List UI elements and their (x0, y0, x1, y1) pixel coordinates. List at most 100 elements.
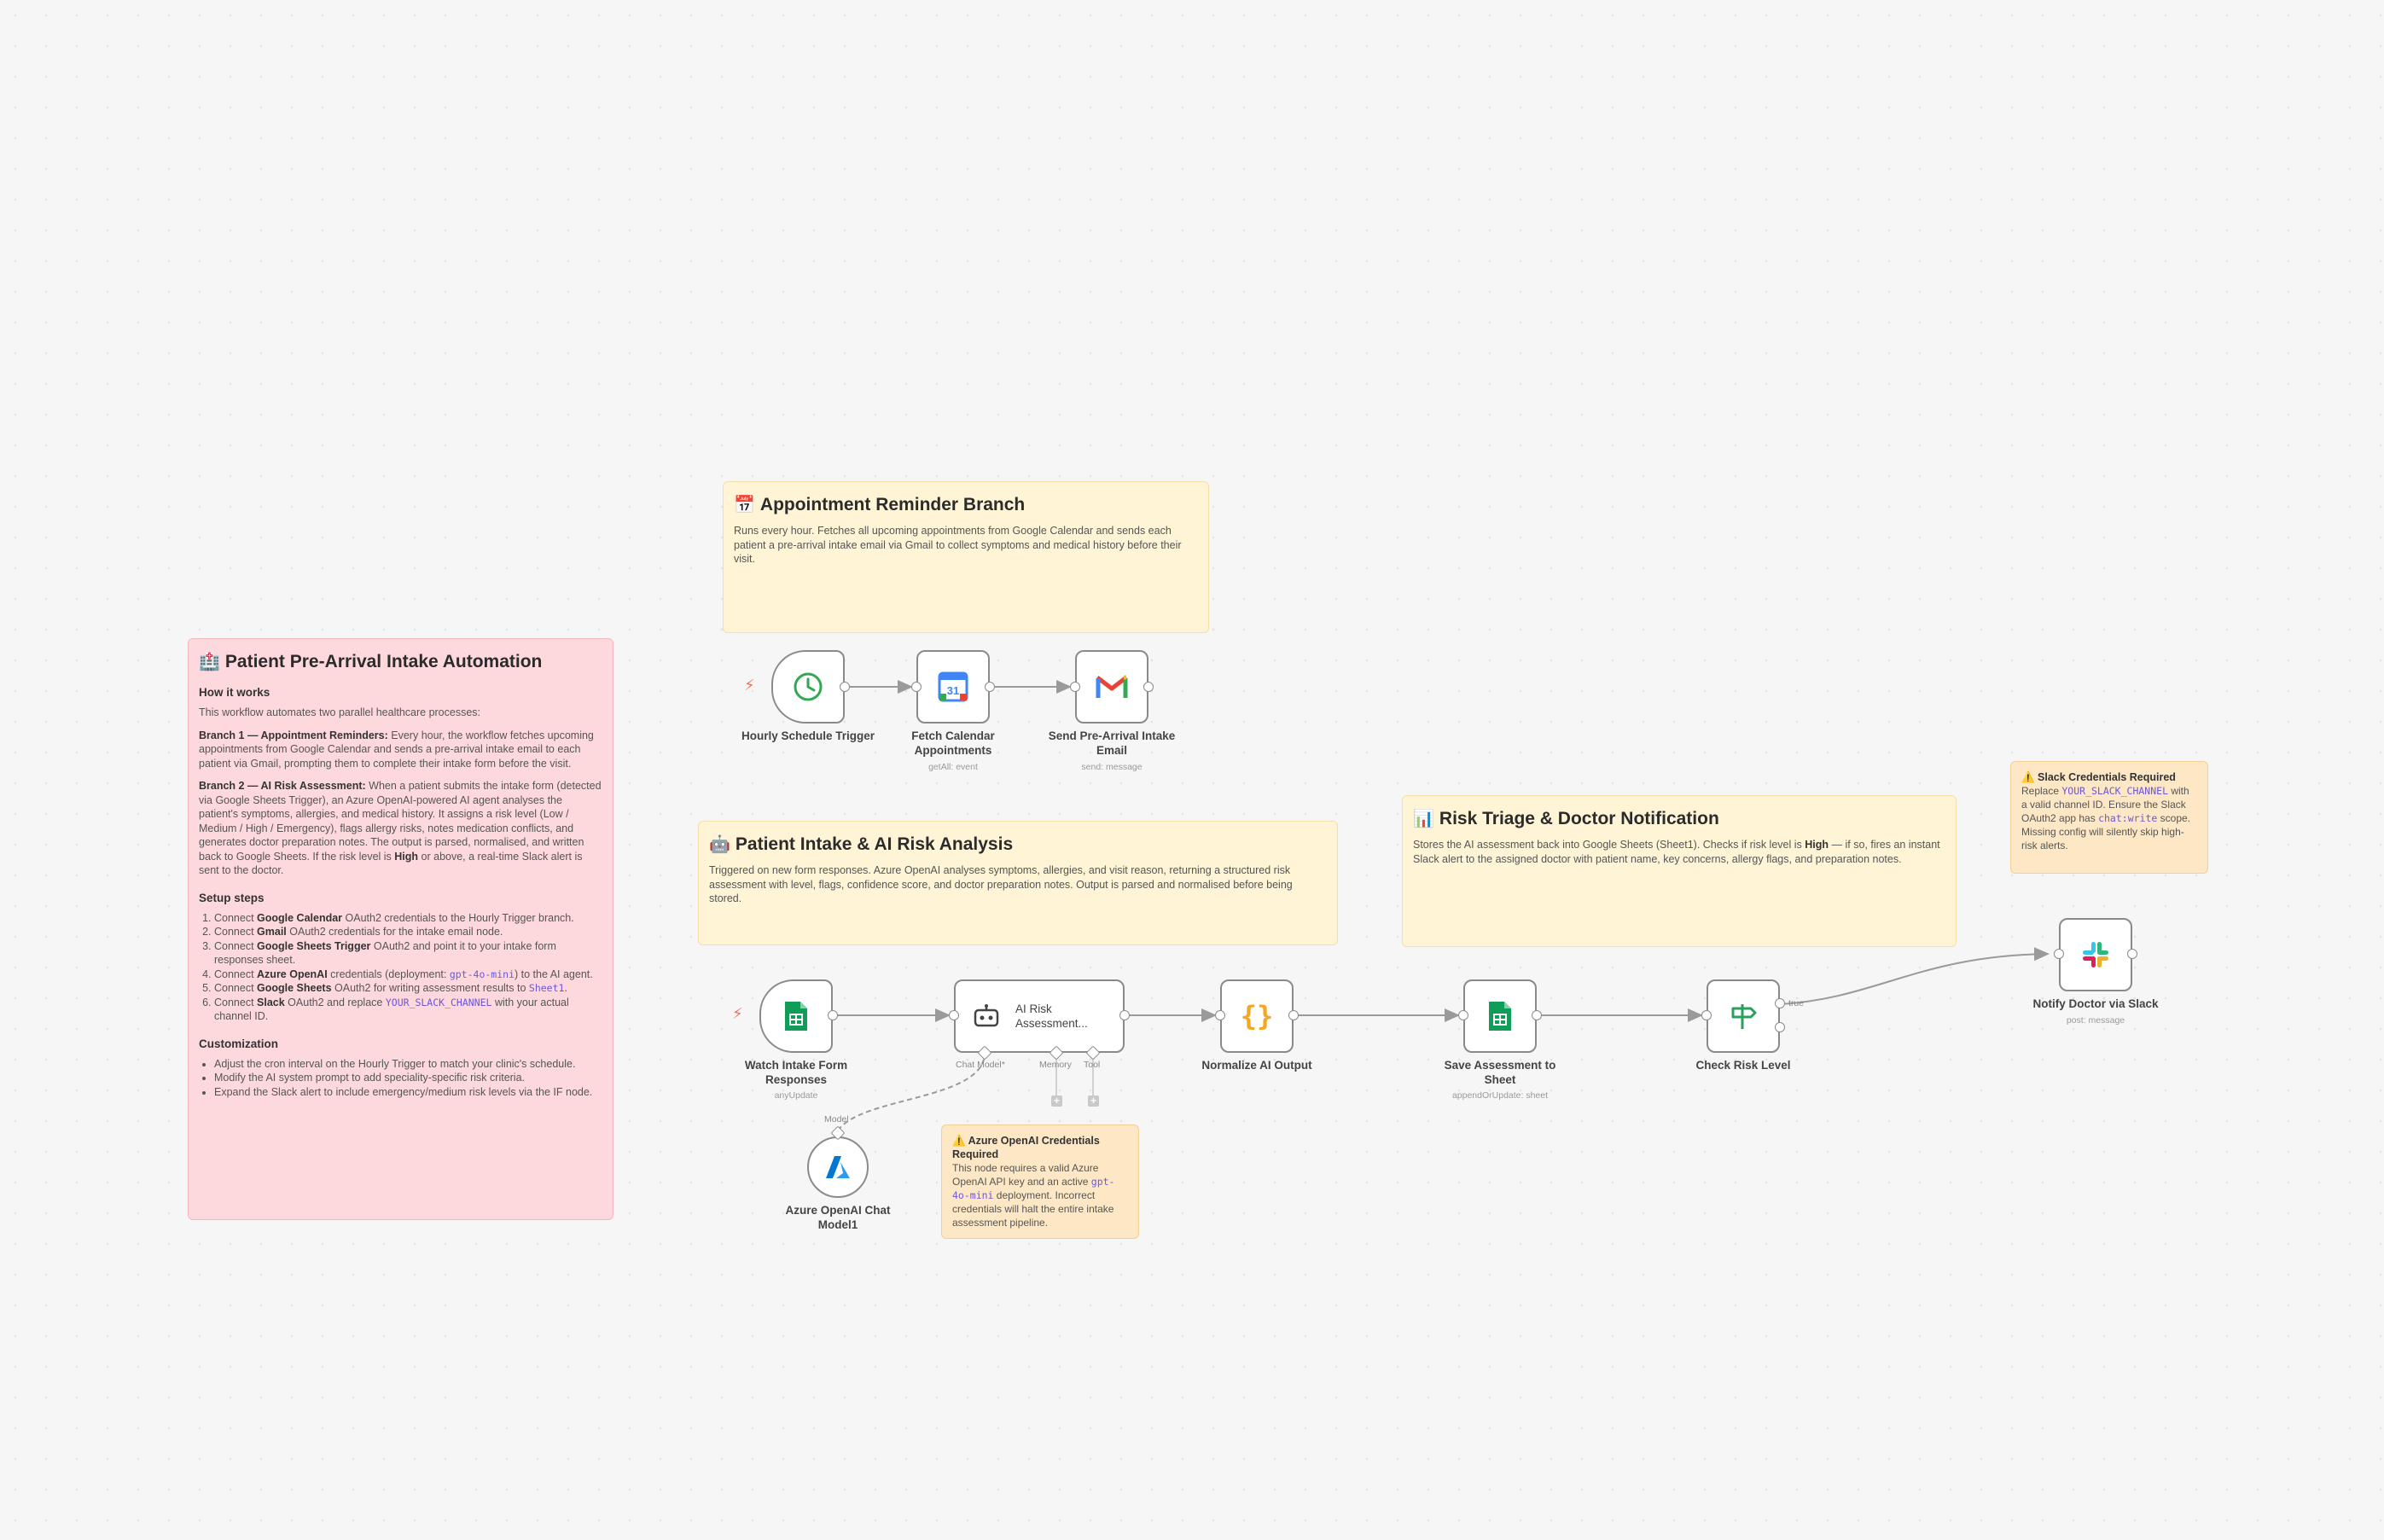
azure-warning-text: This node requires a valid Azure OpenAI … (952, 1162, 1115, 1229)
slack-credentials-warning-note[interactable]: ⚠️ Slack Credentials Required Replace YO… (2010, 761, 2208, 874)
save-assessment-label: Save Assessment to Sheet (1444, 1059, 1556, 1086)
setup-steps-heading: Setup steps (199, 891, 265, 904)
code-braces-icon: {} (1240, 1000, 1274, 1032)
hourly-schedule-trigger-label: Hourly Schedule Trigger (741, 729, 875, 742)
appointment-branch-text: Runs every hour. Fetches all upcoming ap… (734, 525, 1182, 565)
slack-warning-text: Replace YOUR_SLACK_CHANNEL with a valid … (2021, 785, 2191, 851)
memory-port-label: Memory (1039, 1060, 1072, 1070)
customization-heading: Customization (199, 1037, 278, 1050)
fetch-calendar-appointments-node[interactable]: 31 (916, 650, 990, 724)
check-risk-level-node[interactable] (1707, 979, 1780, 1053)
false-output-port[interactable] (1775, 1022, 1785, 1032)
output-port[interactable] (1532, 1010, 1542, 1020)
output-port[interactable] (2127, 949, 2137, 959)
ai-risk-assessment-agent-node[interactable]: AI Risk Assessment... (954, 979, 1125, 1053)
risk-triage-text: Stores the AI assessment back into Googl… (1413, 839, 1940, 865)
overview-sticky-note[interactable]: 🏥Patient Pre-Arrival Intake Automation H… (188, 638, 613, 1220)
appointment-branch-sticky-note[interactable]: 📅Appointment Reminder Branch Runs every … (723, 481, 1209, 633)
output-port[interactable] (985, 682, 995, 692)
check-risk-level-label: Check Risk Level (1695, 1059, 1791, 1072)
edge-check-slack (1780, 947, 2050, 1005)
notify-doctor-slack-operation: post: message (2066, 1015, 2125, 1026)
customization-item: Modify the AI system prompt to add speci… (214, 1071, 602, 1085)
setup-step: Connect Google Sheets OAuth2 for writing… (214, 981, 602, 996)
overview-title: Patient Pre-Arrival Intake Automation (224, 651, 543, 671)
azure-credentials-warning-note[interactable]: ⚠️ Azure OpenAI Credentials Required Thi… (941, 1124, 1139, 1239)
input-port[interactable] (911, 682, 922, 692)
input-port[interactable] (1215, 1010, 1225, 1020)
appointment-branch-title: Appointment Reminder Branch (759, 494, 1026, 514)
customization-item: Adjust the cron interval on the Hourly T… (214, 1057, 602, 1072)
setup-step: Connect Azure OpenAI credentials (deploy… (214, 968, 602, 982)
slack-icon (2080, 939, 2111, 970)
bar-chart-emoji-icon: 📊 (1413, 810, 1434, 828)
input-port[interactable] (1701, 1010, 1712, 1020)
model-port-label: Model (824, 1114, 849, 1124)
trigger-bolt-icon: ⚡ (732, 1005, 743, 1022)
hospital-icon: 🏥 (199, 653, 220, 671)
gmail-icon (1096, 674, 1128, 700)
setup-steps-list: Connect Google Calendar OAuth2 credentia… (199, 911, 602, 1024)
warning-icon: ⚠️ (952, 1135, 968, 1147)
send-intake-email-operation: send: message (1081, 762, 1143, 772)
notify-doctor-slack-label: Notify Doctor via Slack (2032, 997, 2159, 1010)
save-assessment-node[interactable] (1463, 979, 1537, 1053)
send-intake-email-node[interactable] (1075, 650, 1148, 724)
notify-doctor-slack-node[interactable] (2059, 918, 2132, 991)
azure-warning-title: Azure OpenAI Credentials Required (952, 1135, 1100, 1160)
risk-triage-sticky-note[interactable]: 📊 Risk Triage & Doctor Notification Store… (1402, 795, 1957, 947)
fetch-calendar-operation: getAll: event (928, 762, 978, 772)
robot-emoji-icon: 🤖 (709, 835, 730, 854)
ai-analysis-title: Patient Intake & AI Risk Analysis (735, 834, 1014, 854)
robot-icon (973, 1003, 1000, 1029)
google-calendar-icon: 31 (937, 671, 969, 703)
clock-icon (792, 671, 824, 703)
input-port[interactable] (949, 1010, 959, 1020)
azure-openai-chat-model-node[interactable] (807, 1136, 869, 1198)
branch2-description: Branch 2 — AI Risk Assessment: When a pa… (199, 780, 602, 876)
output-port[interactable] (1143, 682, 1154, 692)
input-port[interactable] (1070, 682, 1080, 692)
customization-item: Expand the Slack alert to include emerge… (214, 1085, 602, 1100)
setup-step: Connect Google Sheets Trigger OAuth2 and… (214, 939, 602, 968)
slack-warning-title: Slack Credentials Required (2038, 771, 2176, 783)
setup-step: Connect Gmail OAuth2 credentials for the… (214, 925, 602, 939)
overview-intro: This workflow automates two parallel hea… (199, 706, 481, 718)
output-port[interactable] (828, 1010, 838, 1020)
true-output-port[interactable] (1775, 998, 1785, 1008)
input-port[interactable] (2054, 949, 2064, 959)
if-signpost-icon (1728, 1001, 1759, 1032)
ai-agent-label: AI Risk Assessment... (1015, 1002, 1088, 1030)
output-port[interactable] (1288, 1010, 1299, 1020)
add-memory-button[interactable]: + (1051, 1095, 1062, 1107)
customization-list: Adjust the cron interval on the Hourly T… (199, 1057, 602, 1100)
fetch-calendar-label: Fetch Calendar Appointments (911, 729, 995, 757)
svg-text:31: 31 (947, 684, 959, 697)
send-intake-email-label: Send Pre-Arrival Intake Email (1048, 729, 1176, 757)
branch1-description: Branch 1 — Appointment Reminders: Every … (199, 729, 594, 770)
chat-model-port-label: Chat Model* (956, 1060, 1005, 1070)
output-port[interactable] (840, 682, 850, 692)
watch-intake-form-label: Watch Intake Form Responses (744, 1059, 848, 1086)
watch-intake-form-node[interactable] (759, 979, 833, 1053)
tool-port-label: Tool (1084, 1060, 1101, 1070)
how-it-works-heading: How it works (199, 686, 270, 699)
normalize-ai-output-label: Normalize AI Output (1201, 1059, 1312, 1072)
ai-analysis-text: Triggered on new form responses. Azure O… (709, 864, 1293, 904)
hourly-schedule-trigger-node[interactable] (771, 650, 845, 724)
ai-analysis-sticky-note[interactable]: 🤖 Patient Intake & AI Risk Analysis Trigg… (698, 821, 1338, 945)
add-tool-button[interactable]: + (1088, 1095, 1099, 1107)
google-sheets-icon (783, 1000, 809, 1032)
input-port[interactable] (1458, 1010, 1468, 1020)
watch-intake-form-operation: anyUpdate (774, 1090, 818, 1101)
risk-triage-title: Risk Triage & Doctor Notification (1439, 808, 1719, 828)
google-sheets-icon (1487, 1000, 1513, 1032)
save-assessment-operation: appendOrUpdate: sheet (1451, 1090, 1549, 1101)
calendar-emoji-icon: 📅 (734, 496, 755, 514)
true-output-label: true (1788, 998, 1805, 1008)
normalize-ai-output-node[interactable]: {} (1220, 979, 1294, 1053)
trigger-bolt-icon: ⚡ (744, 677, 755, 694)
output-port[interactable] (1119, 1010, 1130, 1020)
warning-icon: ⚠️ (2021, 771, 2038, 783)
